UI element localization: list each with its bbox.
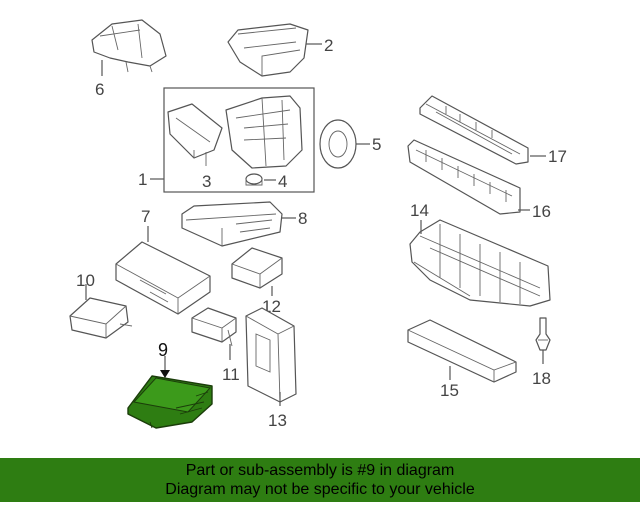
part-8-module[interactable]: 8 xyxy=(181,201,307,247)
parts-diagram: 6 2 1 3 4 5 17 xyxy=(69,19,567,430)
part-4-grommet[interactable]: 4 xyxy=(245,172,287,191)
part-16-terminal-block[interactable]: 16 xyxy=(407,139,551,221)
info-banner: Part or sub-assembly is #9 in diagram Di… xyxy=(0,458,640,502)
label-4: 4 xyxy=(278,172,287,191)
label-8: 8 xyxy=(298,209,307,228)
part-14-fuse-box[interactable]: 14 xyxy=(409,201,551,307)
label-18: 18 xyxy=(532,369,551,388)
label-11: 11 xyxy=(222,365,240,384)
part-12-module[interactable]: 12 xyxy=(231,247,283,316)
part-9-highlighted-module[interactable]: 9 xyxy=(127,340,213,429)
part-5-round-cover[interactable]: 5 xyxy=(319,119,381,169)
label-3: 3 xyxy=(202,172,211,191)
label-2: 2 xyxy=(324,36,333,55)
label-13: 13 xyxy=(268,411,287,430)
label-1: 1 xyxy=(138,170,147,189)
part-15-cover-plate[interactable]: 15 xyxy=(407,319,517,400)
label-16: 16 xyxy=(532,202,551,221)
banner-line-2: Diagram may not be specific to your vehi… xyxy=(165,481,475,498)
part-13-module[interactable]: 13 xyxy=(245,307,297,430)
banner-line-1: Part or sub-assembly is #9 in diagram xyxy=(185,462,455,479)
label-6: 6 xyxy=(95,80,104,99)
label-14: 14 xyxy=(410,201,429,220)
label-7: 7 xyxy=(141,207,150,226)
part-1-housing[interactable] xyxy=(225,95,303,169)
part-7-module[interactable]: 7 xyxy=(115,207,211,315)
label-17: 17 xyxy=(548,147,567,166)
part-1-assembly-box: 1 xyxy=(138,87,315,193)
part-18-sensor[interactable]: 18 xyxy=(532,317,551,388)
part-2-cover[interactable]: 2 xyxy=(227,23,333,77)
label-10: 10 xyxy=(76,271,95,290)
part-11-module[interactable]: 11 xyxy=(191,307,240,384)
part-10-module[interactable]: 10 xyxy=(69,271,133,339)
label-9: 9 xyxy=(158,340,168,360)
label-15: 15 xyxy=(440,381,459,400)
part-3-bracket[interactable]: 3 xyxy=(167,103,223,191)
part-6-bracket[interactable]: 6 xyxy=(91,19,167,99)
part-17-connector-strip[interactable]: 17 xyxy=(419,95,567,166)
label-5: 5 xyxy=(372,135,381,154)
